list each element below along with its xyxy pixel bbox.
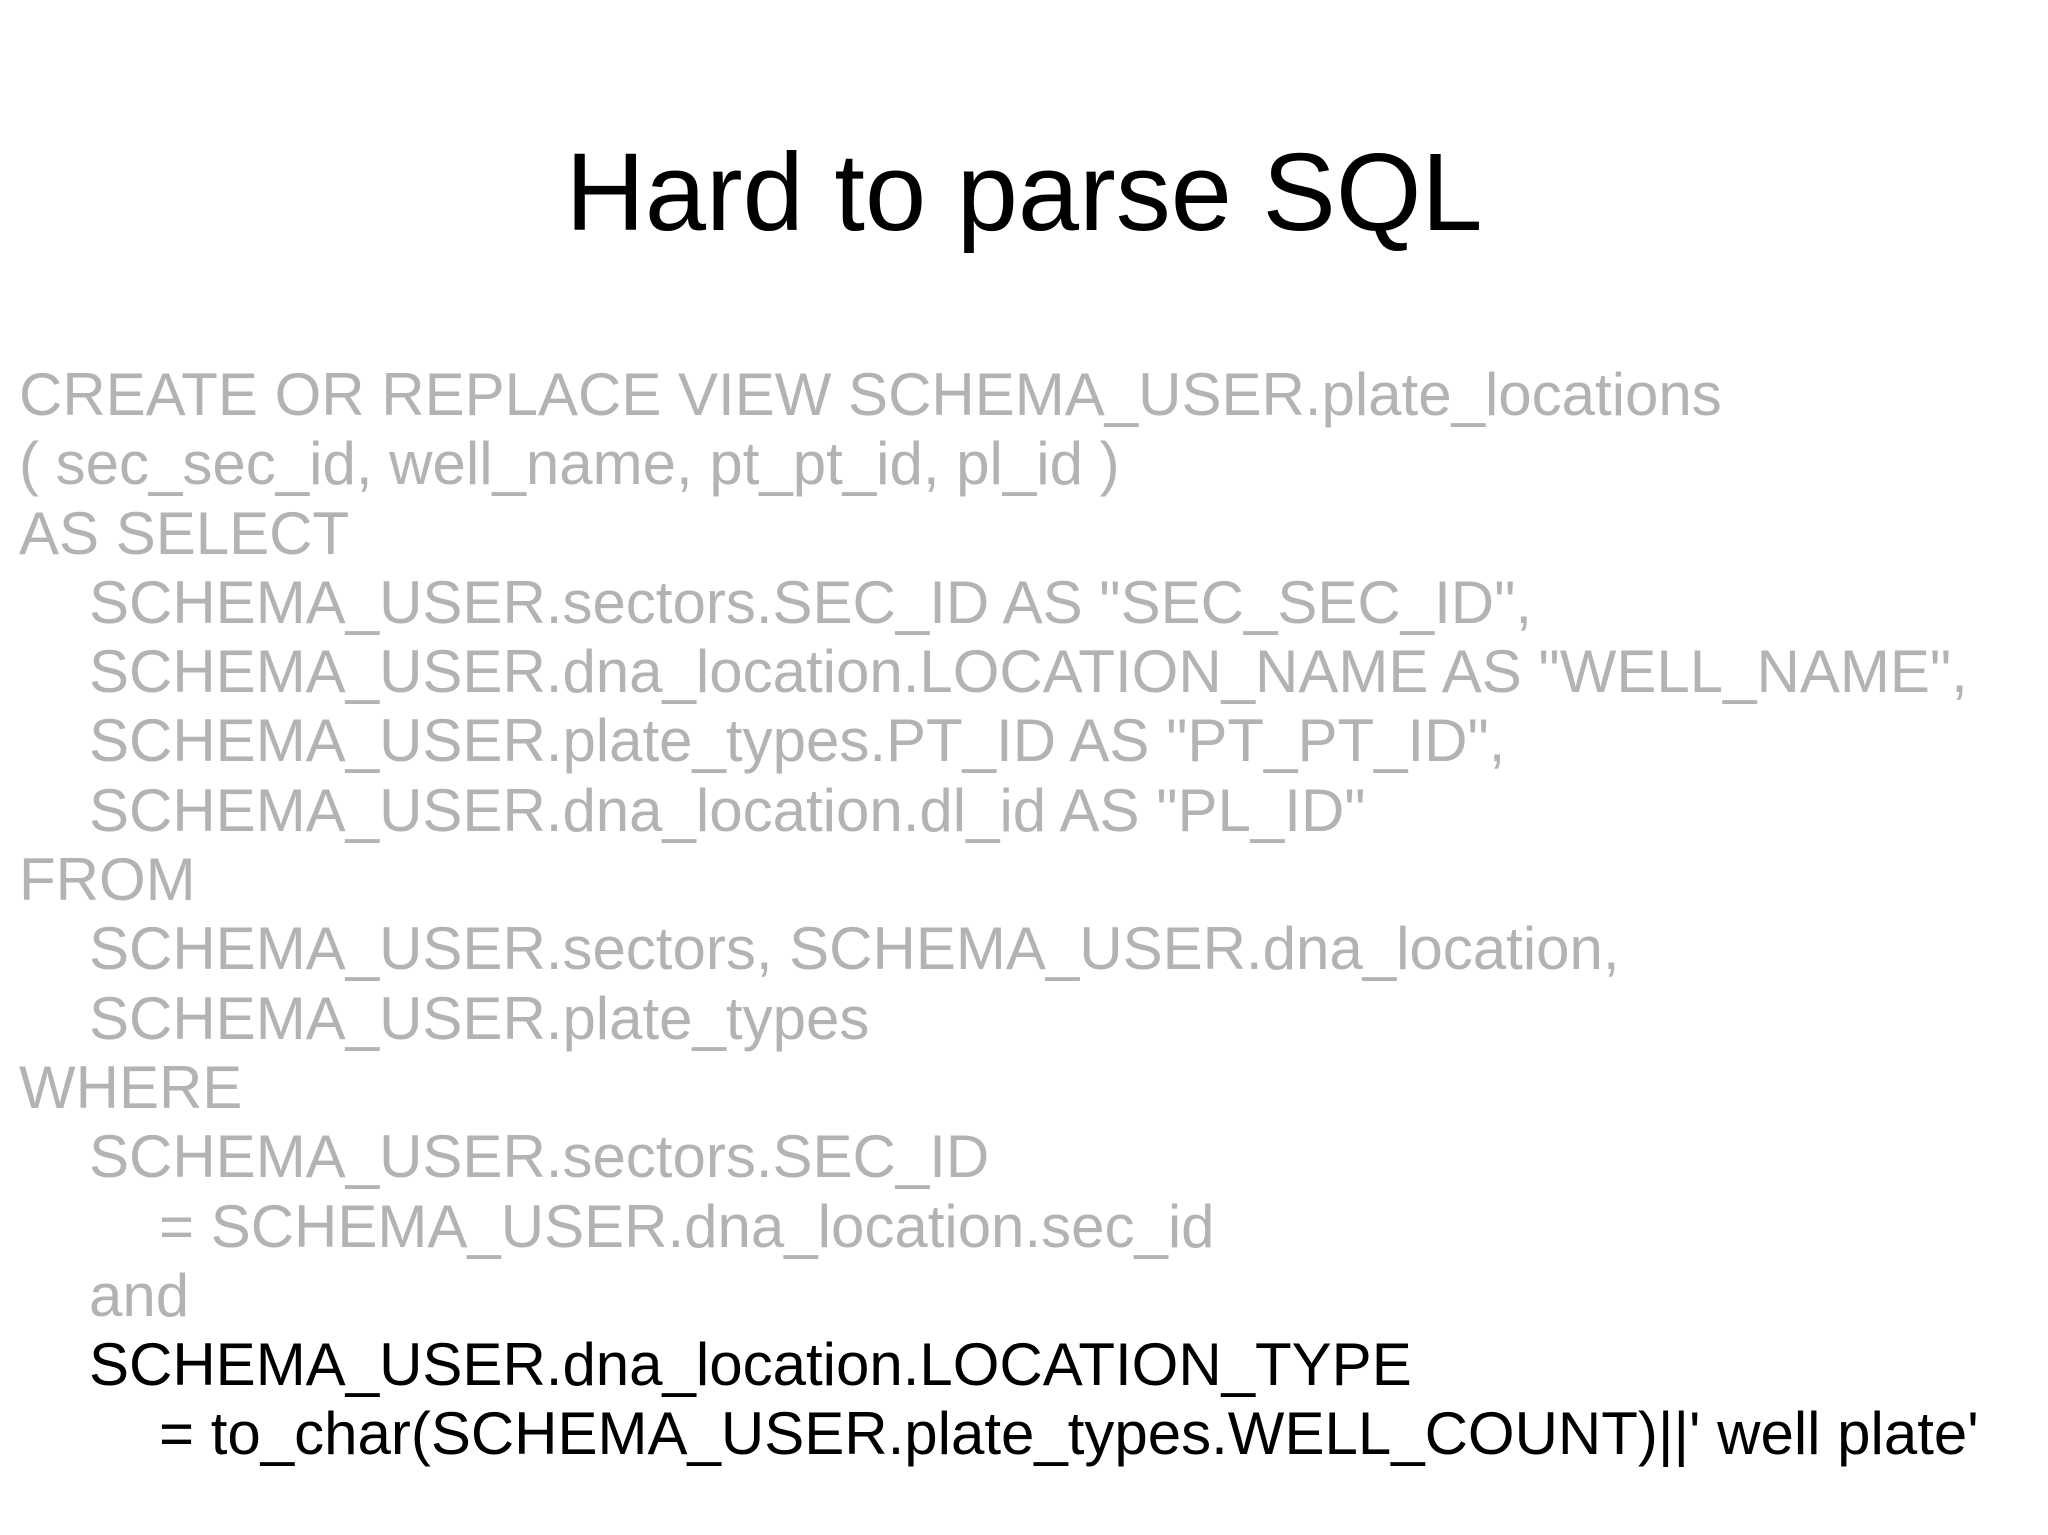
sql-line-where-sec-id: SCHEMA_USER.sectors.SEC_ID	[89, 1123, 990, 1191]
sql-line-to-char-well-plate: = to_char(SCHEMA_USER.plate_types.WELL_C…	[159, 1400, 1979, 1468]
sql-code-block: CREATE OR REPLACE VIEW SCHEMA_USER.plate…	[19, 360, 2048, 1469]
sql-line-select-location-name: SCHEMA_USER.dna_location.LOCATION_NAME A…	[89, 638, 1968, 706]
sql-line-select-pt-id: SCHEMA_USER.plate_types.PT_ID AS "PT_PT_…	[89, 707, 1506, 775]
sql-line-as-select: AS SELECT	[19, 499, 350, 567]
sql-line-location-type: SCHEMA_USER.dna_location.LOCATION_TYPE	[89, 1331, 1412, 1399]
slide-title: Hard to parse SQL	[565, 131, 1483, 254]
sql-line-where-equals-sec-id: = SCHEMA_USER.dna_location.sec_id	[159, 1192, 1215, 1260]
sql-line-from: FROM	[19, 846, 196, 914]
sql-line-from-tables-1: SCHEMA_USER.sectors, SCHEMA_USER.dna_loc…	[89, 915, 1620, 983]
sql-line-and: and	[89, 1261, 190, 1329]
sql-line-create-view: CREATE OR REPLACE VIEW SCHEMA_USER.plate…	[19, 361, 1722, 428]
sql-line-where: WHERE	[19, 1053, 243, 1121]
sql-line-select-sec-id: SCHEMA_USER.sectors.SEC_ID AS "SEC_SEC_I…	[89, 568, 1533, 636]
sql-line-from-tables-2: SCHEMA_USER.plate_types	[89, 984, 870, 1052]
sql-line-select-dl-id: SCHEMA_USER.dna_location.dl_id AS "PL_ID…	[89, 776, 1366, 844]
sql-line-column-list: ( sec_sec_id, well_name, pt_pt_id, pl_id…	[19, 430, 1120, 498]
